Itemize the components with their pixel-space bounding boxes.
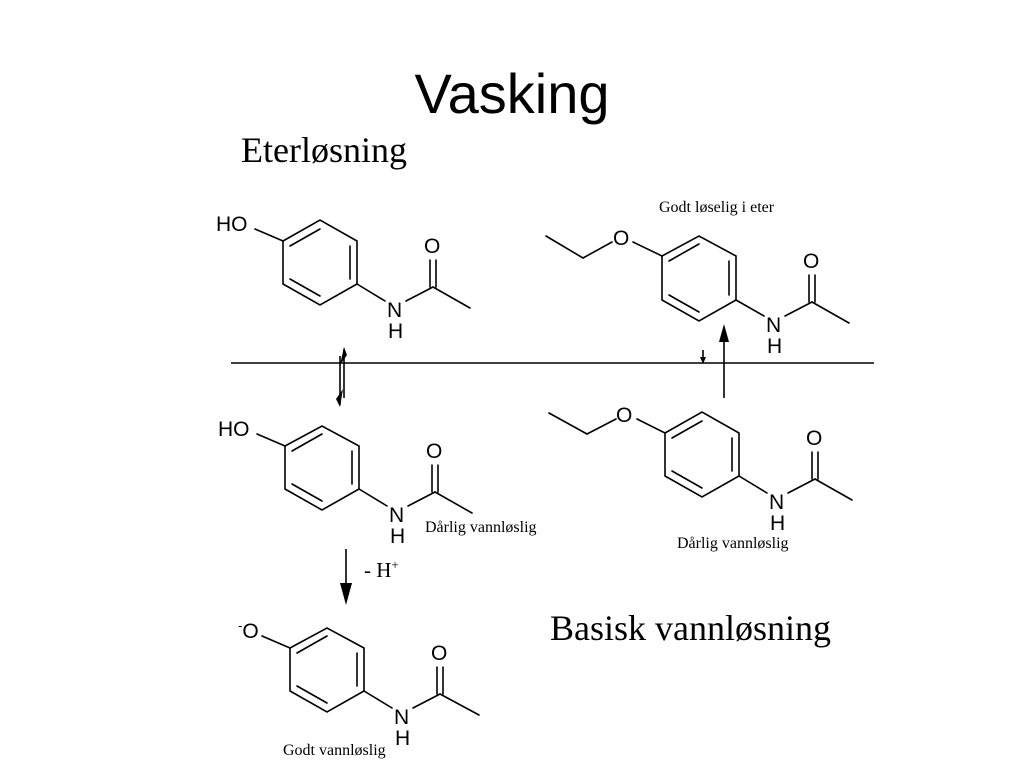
carbonyl-oxygen-label: O [803, 250, 819, 273]
phenolate-oxygen-label: -O [238, 618, 259, 643]
ether-oxygen-label: O [613, 227, 629, 250]
amide-hydrogen-label: H [767, 335, 782, 358]
paracetamol-water-structure: HO O N H [218, 418, 473, 548]
aqueous-phase-label: Basisk vannløsning [550, 608, 832, 648]
amide-nitrogen-label: N [389, 504, 404, 527]
phenolate-note: Godt vannløslig [283, 742, 386, 759]
carbonyl-oxygen-label: O [424, 235, 440, 258]
amide-hydrogen-label: H [388, 320, 403, 343]
paracetamol-ether-structure: HO O N H [216, 213, 471, 343]
amide-nitrogen-label: N [769, 491, 784, 514]
ether-oxygen-label: O [616, 404, 632, 427]
phenacetin-water-structure: O O N H [548, 404, 853, 535]
paracetamol-water-note: Dårlig vannløslig [425, 519, 537, 536]
carbonyl-oxygen-label: O [431, 642, 447, 665]
hydroxyl-label: HO [216, 213, 248, 236]
amide-nitrogen-label: N [387, 299, 402, 322]
phenacetin-partition-arrow [700, 324, 729, 398]
deprotonation-arrow [340, 549, 352, 605]
amide-nitrogen-label: N [766, 314, 781, 337]
phenacetin-ether-note: Godt løselig i eter [659, 199, 775, 216]
slide-title: Vasking [414, 62, 610, 125]
phenacetin-ether-structure: O O N H [545, 227, 850, 358]
amide-hydrogen-label: H [390, 525, 405, 548]
carbonyl-oxygen-label: O [806, 427, 822, 450]
amide-nitrogen-label: N [394, 706, 409, 729]
deprotonation-reagent: - H+ [364, 557, 399, 582]
carbonyl-oxygen-label: O [426, 440, 442, 463]
ether-phase-label: Eterløsning [241, 130, 407, 170]
phenolate-structure: -O O N H [238, 618, 480, 750]
phenacetin-water-note: Dårlig vannløslig [677, 535, 789, 552]
amide-hydrogen-label: H [770, 512, 785, 535]
amide-hydrogen-label: H [395, 727, 410, 750]
paracetamol-equilibrium-arrow [336, 347, 347, 407]
hydroxyl-label: HO [218, 418, 250, 441]
